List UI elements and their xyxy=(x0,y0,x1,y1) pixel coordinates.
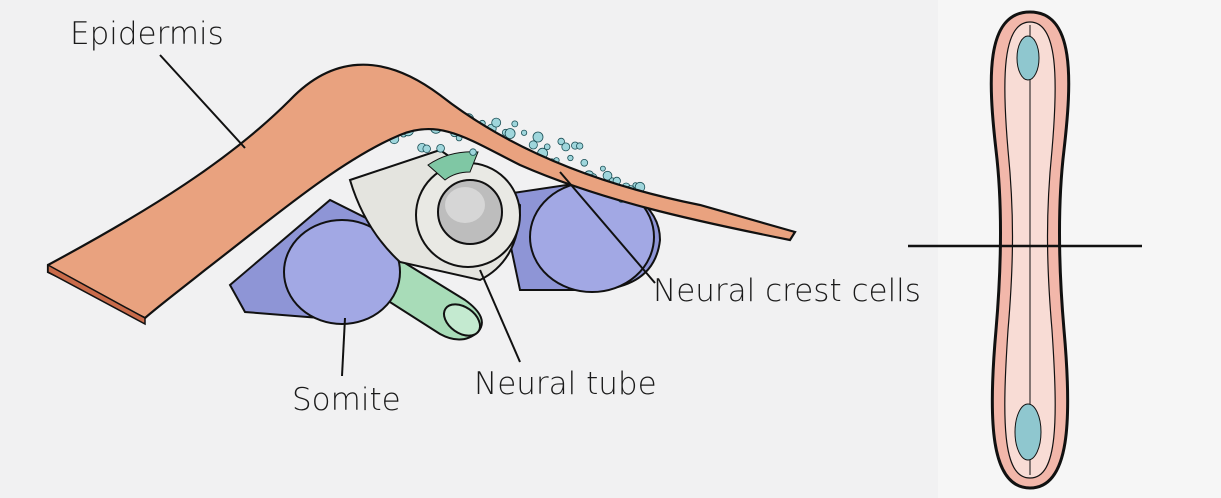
crest-cell xyxy=(544,144,550,150)
somite-label: Somite xyxy=(292,382,401,418)
crest-cell xyxy=(562,143,570,151)
crest-cell xyxy=(568,155,573,160)
side-view-cavity-top xyxy=(1017,36,1039,80)
crest-cell xyxy=(505,129,515,139)
crest-cell xyxy=(437,144,445,152)
crest-cell xyxy=(492,118,501,127)
crest-cell xyxy=(470,149,477,156)
crest-cell xyxy=(512,121,518,127)
crest-cell xyxy=(423,145,431,153)
epidermis-label: Epidermis xyxy=(70,16,224,52)
crest-cell xyxy=(577,143,583,149)
crest-cell xyxy=(521,130,526,135)
neural-tube-side-view xyxy=(908,12,1142,488)
side-view-cavity-bottom xyxy=(1015,404,1041,460)
crest-cell xyxy=(600,166,605,171)
crest-cell xyxy=(533,132,543,142)
neural-tube-label: Neural tube xyxy=(474,366,657,402)
crest-cell xyxy=(581,159,588,166)
neural-crest-cells-label: Neural crest cells xyxy=(653,273,921,309)
